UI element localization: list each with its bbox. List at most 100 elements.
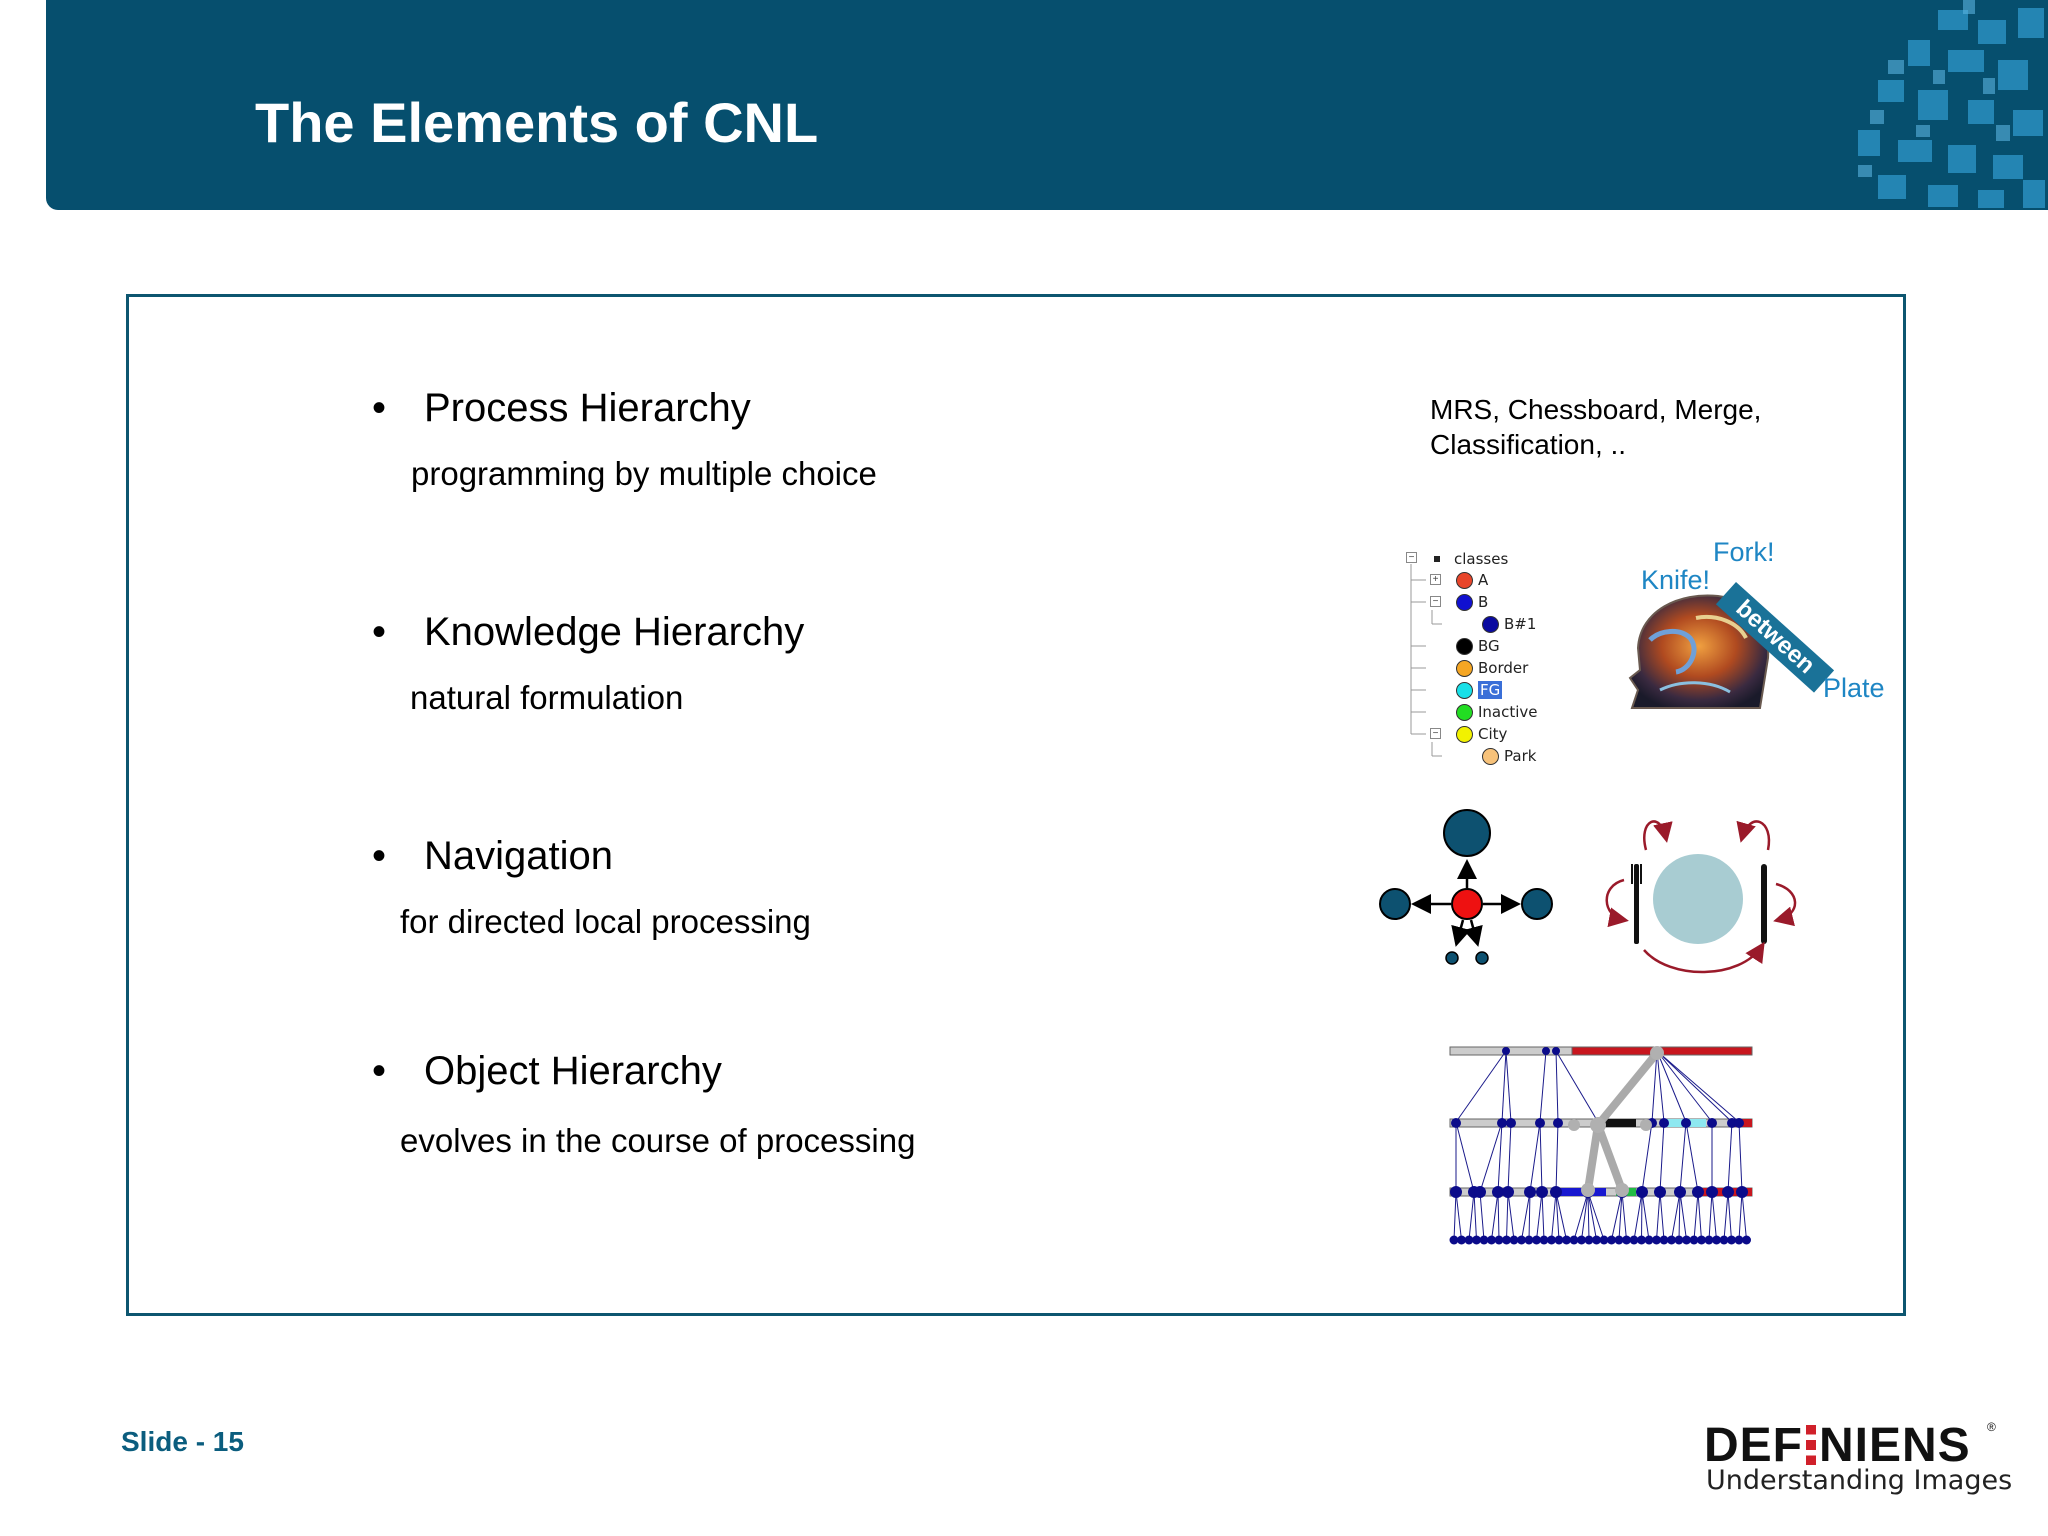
tree-root: classes <box>1434 550 1508 568</box>
hierarchy-node <box>1734 1118 1744 1128</box>
tree-item-selected[interactable]: FG <box>1456 681 1503 699</box>
tree-item[interactable]: Border <box>1456 659 1528 677</box>
plate-label: Plate <box>1823 673 1885 703</box>
tree-label: City <box>1478 725 1508 743</box>
collapse-icon[interactable]: − <box>1430 728 1441 739</box>
bullet-subtitle: programming by multiple choice <box>411 455 877 492</box>
tree-label: Inactive <box>1478 703 1538 721</box>
hierarchy-node <box>1719 1235 1729 1245</box>
hierarchy-node <box>1584 1235 1594 1245</box>
title-banner: The Elements of CNL <box>46 0 2048 210</box>
hierarchy-node <box>1592 1235 1601 1245</box>
hierarchy-node <box>1644 1235 1654 1245</box>
hierarchy-node <box>1553 1118 1563 1128</box>
class-color-icon <box>1482 747 1499 765</box>
tree-item[interactable]: A <box>1456 571 1488 589</box>
hierarchy-node <box>1562 1235 1571 1245</box>
bullet-title: Knowledge Hierarchy <box>424 610 805 654</box>
hierarchy-node <box>1451 1118 1461 1128</box>
caption-line: Classification, .. <box>1430 429 1627 460</box>
hierarchy-node <box>1659 1118 1669 1128</box>
hierarchy-node <box>1487 1235 1496 1245</box>
bullet-object-hierarchy: • Object Hierarchy <box>372 1044 722 1098</box>
tree-item[interactable]: Inactive <box>1456 703 1538 721</box>
hierarchy-node <box>1674 1186 1686 1198</box>
tree-item[interactable]: City <box>1456 725 1507 743</box>
hierarchy-node <box>1682 1235 1691 1245</box>
hierarchy-node <box>1707 1118 1717 1128</box>
registered-mark: ® <box>1987 1420 1996 1434</box>
hierarchy-node <box>1727 1118 1737 1128</box>
hierarchy-node <box>1654 1186 1666 1198</box>
class-color-icon <box>1456 571 1473 589</box>
bullet-marker: • <box>372 834 387 878</box>
plate-cutlery-diagram <box>1605 820 1797 974</box>
hierarchy-node <box>1492 1186 1504 1198</box>
hierarchy-node <box>1637 1235 1646 1245</box>
hierarchy-node <box>1674 1235 1684 1245</box>
collapse-icon[interactable]: − <box>1430 596 1441 607</box>
hierarchy-node <box>1524 1186 1536 1198</box>
hierarchy-node <box>1502 1186 1514 1198</box>
hierarchy-node <box>1689 1235 1699 1245</box>
class-color-icon <box>1456 637 1473 655</box>
bullet-title: Object Hierarchy <box>424 1049 722 1093</box>
class-color-icon <box>1456 659 1473 677</box>
class-color-icon <box>1456 703 1473 721</box>
hierarchy-node <box>1450 1186 1462 1198</box>
hierarchy-node <box>1704 1235 1714 1245</box>
tree-item[interactable]: Park <box>1482 747 1536 765</box>
hierarchy-node <box>1532 1235 1541 1245</box>
tree-label: classes <box>1454 550 1509 568</box>
hierarchy-node <box>1464 1235 1474 1245</box>
bullet-title: Navigation <box>424 834 614 878</box>
tree-item[interactable]: B <box>1456 593 1488 611</box>
hierarchy-node <box>1640 1119 1652 1131</box>
hierarchy-node <box>1497 1118 1507 1128</box>
hierarchy-node <box>1706 1186 1718 1198</box>
navigation-diagram <box>1379 809 1553 965</box>
tree-label: B <box>1478 593 1489 611</box>
logo-tagline: Understanding Images <box>1706 1465 2013 1496</box>
hierarchy-node <box>1577 1235 1586 1245</box>
hierarchy-node <box>1449 1235 1459 1245</box>
root-bullet-icon <box>1434 556 1440 562</box>
tree-label: Park <box>1504 747 1537 765</box>
hierarchy-node <box>1539 1235 1549 1245</box>
hierarchy-node <box>1736 1186 1748 1198</box>
class-color-icon <box>1456 593 1473 611</box>
bullet-marker: • <box>372 1049 387 1093</box>
bullet-subtitle: natural formulation <box>410 679 684 716</box>
tree-label: BG <box>1478 637 1500 655</box>
hierarchy-node <box>1722 1186 1734 1198</box>
tree-label: B#1 <box>1504 615 1537 633</box>
collapse-icon[interactable]: − <box>1406 552 1417 563</box>
expand-icon[interactable]: + <box>1430 574 1441 585</box>
bullet-marker: • <box>372 386 387 430</box>
class-color-icon <box>1456 725 1473 743</box>
content-frame <box>126 294 1906 1316</box>
hierarchy-node <box>1599 1235 1609 1245</box>
tree-item[interactable]: BG <box>1456 637 1500 655</box>
tree-item[interactable]: B#1 <box>1482 615 1536 633</box>
hierarchy-node <box>1457 1235 1466 1245</box>
hierarchy-node <box>1535 1118 1545 1128</box>
bullet-process-hierarchy: • Process Hierarchy <box>372 381 751 435</box>
bullet-knowledge-hierarchy: • Knowledge Hierarchy <box>372 605 805 659</box>
hierarchy-node <box>1569 1235 1579 1245</box>
hierarchy-node <box>1547 1235 1556 1245</box>
hierarchy-node <box>1536 1186 1548 1198</box>
knife-label: Knife! <box>1641 565 1711 595</box>
hierarchy-node <box>1550 1186 1562 1198</box>
hierarchy-node <box>1734 1235 1744 1245</box>
hierarchy-node <box>1622 1235 1631 1245</box>
tree-label: FG <box>1478 681 1503 699</box>
slide-number: Slide - 15 <box>121 1426 244 1457</box>
tree-connector-lines <box>1410 564 1442 757</box>
hierarchy-node <box>1502 1235 1511 1245</box>
logo-mark-icon <box>1806 1425 1816 1465</box>
class-color-icon <box>1456 681 1473 699</box>
logo-text-left: DEF <box>1704 1419 1803 1472</box>
hierarchy-node <box>1615 1183 1629 1197</box>
bullet-subtitle: for directed local processing <box>400 903 811 940</box>
